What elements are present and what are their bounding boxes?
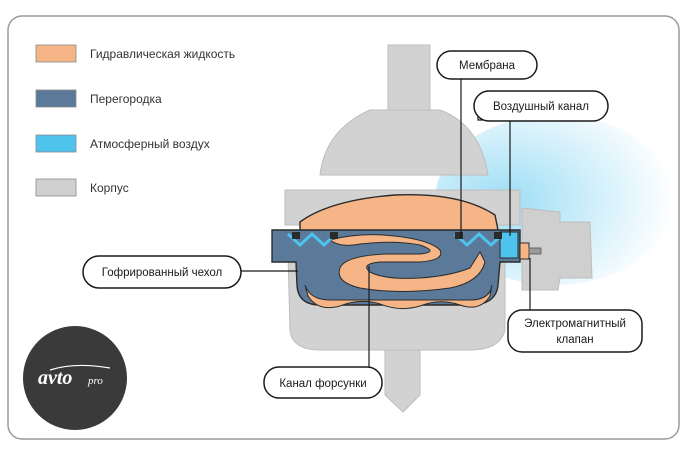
avto-pro-logo: avto pro — [23, 326, 127, 430]
legend-item-housing: Корпус — [35, 178, 129, 197]
legend: Гидравлическая жидкость Перегородка Атмо… — [35, 44, 235, 197]
callout-air-channel-label: Воздушный канал — [493, 101, 589, 113]
legend-swatch-housing — [35, 178, 77, 197]
callout-box-solenoid — [507, 309, 643, 353]
membrane-left — [286, 231, 338, 248]
callout-nozzle-channel-label: Канал форсунки — [279, 378, 366, 390]
legend-item-air: Атмосферный воздух — [35, 134, 210, 153]
membrane-clamp-1 — [292, 232, 300, 239]
membranes — [286, 231, 505, 248]
logo-text-main: avto — [38, 367, 72, 389]
legend-label-housing: Корпус — [90, 181, 129, 195]
legend-swatch-air — [35, 134, 77, 153]
legend-item-fluid: Гидравлическая жидкость — [35, 44, 235, 63]
callout-solenoid: Электромагнитный клапан — [507, 309, 643, 353]
callout-box-air-channel — [473, 90, 609, 122]
legend-swatch-fluid — [35, 44, 77, 63]
housing-dome — [319, 109, 489, 176]
membrane-clamp-3 — [455, 232, 463, 239]
solenoid-valve-element — [519, 242, 530, 260]
callout-solenoid-label-2: клапан — [556, 334, 593, 346]
leader-lines — [240, 79, 531, 368]
callout-bellows-label: Гофрированный чехол — [102, 267, 223, 279]
lower-fluid — [304, 284, 493, 310]
legend-label-air: Атмосферный воздух — [90, 137, 210, 151]
membrane-clamp-2 — [330, 232, 338, 239]
callout-air-channel: Воздушный канал — [473, 90, 609, 122]
legend-item-partition: Перегородка — [35, 89, 162, 108]
solenoid-pin — [528, 247, 542, 255]
logo-circle — [23, 326, 127, 430]
callout-box-membrane — [436, 50, 538, 80]
fluid-upper-chamber — [299, 193, 501, 241]
legend-label-partition: Перегородка — [90, 92, 162, 106]
logo-swoosh — [49, 364, 111, 371]
membrane-right — [453, 231, 505, 248]
logo-text-suffix: pro — [87, 375, 103, 387]
callout-membrane: Мембрана — [436, 50, 538, 80]
air-channel — [499, 231, 519, 259]
callout-bellows: Гофрированный чехол — [82, 255, 242, 289]
legend-label-fluid: Гидравлическая жидкость — [90, 47, 235, 61]
legend-swatch-partition — [35, 89, 77, 108]
callout-solenoid-label-1: Электромагнитный — [524, 318, 626, 330]
callout-box-bellows — [82, 255, 242, 289]
housing-bottom-stud — [384, 349, 421, 413]
solenoid-housing — [521, 207, 593, 291]
membrane-clamp-4 — [494, 232, 502, 239]
callout-membrane-label: Мембрана — [459, 60, 516, 72]
callout-box-nozzle-channel — [263, 366, 383, 399]
callout-nozzle-channel: Канал форсунки — [263, 366, 383, 399]
